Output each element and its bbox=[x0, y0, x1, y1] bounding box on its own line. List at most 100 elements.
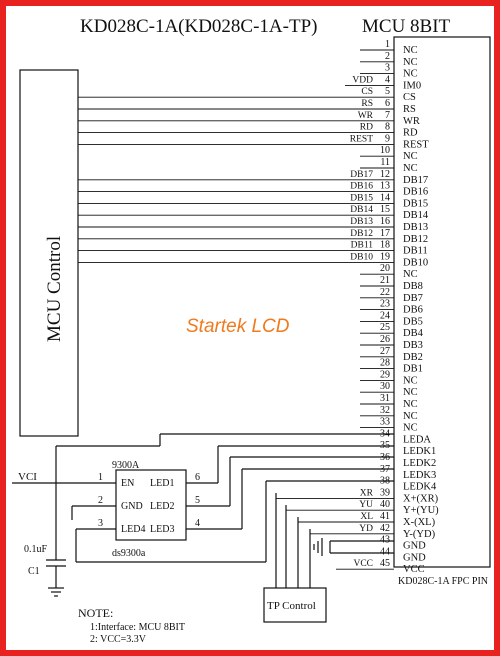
ic-pin-6-num: 6 bbox=[195, 472, 200, 483]
pin-43-number: 43 bbox=[380, 535, 390, 546]
ic-pin-led2-label: LED2 bbox=[150, 501, 174, 512]
pin-42-signal: YD bbox=[359, 524, 373, 534]
diagram-subtitle: MCU 8BIT bbox=[362, 16, 451, 37]
pin-24-name: DB5 bbox=[403, 316, 423, 327]
mcu-control-box bbox=[19, 69, 79, 437]
vci-label: VCI bbox=[18, 471, 37, 483]
tp-control-box bbox=[263, 587, 327, 623]
pin-40-number: 40 bbox=[380, 499, 390, 510]
pin-5-signal: CS bbox=[361, 87, 373, 97]
pin-45-signal: VCC bbox=[353, 559, 373, 569]
pin-11-number: 11 bbox=[380, 157, 390, 168]
pin-28-number: 28 bbox=[380, 358, 390, 369]
pin-6-name: RS bbox=[403, 104, 416, 115]
pin-39-number: 39 bbox=[380, 487, 390, 498]
pin-12-name: DB17 bbox=[403, 175, 428, 186]
tp-wiring bbox=[275, 493, 311, 588]
pin-7-signal: WR bbox=[358, 111, 374, 121]
pin-6-number: 6 bbox=[385, 98, 390, 109]
pin-45-name: VCC bbox=[403, 564, 425, 575]
pin-35-name: LEDK1 bbox=[403, 446, 436, 457]
ic-pin-led3-label: LED3 bbox=[150, 524, 174, 535]
pin-42-name: Y-(YD) bbox=[403, 529, 436, 540]
pin-23-name: DB6 bbox=[403, 305, 423, 316]
fpc-connector-box bbox=[393, 36, 491, 568]
pin-22-name: DB7 bbox=[403, 293, 423, 304]
pin-10-name: NC bbox=[403, 151, 418, 162]
pin-4-signal: VDD bbox=[352, 75, 373, 85]
pin-15-number: 15 bbox=[380, 204, 390, 215]
pin-8-name: RD bbox=[403, 128, 418, 139]
pin-31-number: 31 bbox=[380, 393, 390, 404]
pin-14-signal: DB15 bbox=[350, 193, 373, 203]
pin-44-name: GND bbox=[403, 552, 426, 563]
pin-8-signal: RD bbox=[360, 123, 373, 133]
pin-20-name: NC bbox=[403, 269, 418, 280]
pin-18-signal: DB11 bbox=[351, 241, 374, 251]
pin-6-signal: RS bbox=[361, 99, 373, 109]
pin-24-number: 24 bbox=[380, 310, 390, 321]
pin-16-signal: DB13 bbox=[350, 217, 373, 227]
pin-42-number: 42 bbox=[380, 523, 390, 534]
gnd-symbol bbox=[313, 538, 394, 556]
pin-19-name: DB10 bbox=[403, 257, 428, 268]
pin-19-signal: DB10 bbox=[350, 252, 373, 262]
pin-1-number: 1 bbox=[385, 39, 390, 50]
ic-name-label: ds9300a bbox=[112, 548, 146, 559]
pin-31-name: NC bbox=[403, 399, 418, 410]
pin-28-name: DB1 bbox=[403, 364, 423, 375]
pin-12-number: 12 bbox=[380, 169, 390, 180]
pin-44-number: 44 bbox=[380, 546, 390, 557]
pin-23-number: 23 bbox=[380, 299, 390, 310]
pin-41-signal: XL bbox=[360, 512, 373, 522]
pin-34-name: LEDA bbox=[403, 434, 431, 445]
pin-7-number: 7 bbox=[385, 110, 390, 121]
ic-pin-gnd-label: GND bbox=[121, 501, 143, 512]
tp-control-label: TP Control bbox=[267, 600, 316, 612]
pin-16-number: 16 bbox=[380, 216, 390, 227]
pin-33-number: 33 bbox=[380, 417, 390, 428]
pin-26-number: 26 bbox=[380, 334, 390, 345]
pin-32-number: 32 bbox=[380, 405, 390, 416]
ic-pin-led1-label: LED1 bbox=[150, 478, 174, 489]
pin-41-name: X-(XL) bbox=[403, 517, 436, 528]
pin-39-signal: XR bbox=[360, 488, 374, 498]
pin-27-name: DB2 bbox=[403, 352, 423, 363]
pin-12-signal: DB17 bbox=[350, 170, 373, 180]
pin-17-number: 17 bbox=[380, 228, 390, 239]
pin-41-number: 41 bbox=[380, 511, 390, 522]
pin-5-name: CS bbox=[403, 92, 416, 103]
pin-2-name: NC bbox=[403, 57, 418, 68]
pin-13-number: 13 bbox=[380, 181, 390, 192]
pin-33-name: NC bbox=[403, 423, 418, 434]
pin-17-name: DB12 bbox=[403, 234, 428, 245]
pin-13-name: DB16 bbox=[403, 187, 428, 198]
ic-pin-1-num: 1 bbox=[98, 472, 103, 483]
pin-39-name: X+(XR) bbox=[403, 493, 439, 504]
pin-18-number: 18 bbox=[380, 240, 390, 251]
fpc-pin-list: 1NC2NC3NC4IM0VDD5CSCS6RSRS7WRWR8RDRD9RES… bbox=[78, 39, 439, 575]
pin-36-name: LEDK2 bbox=[403, 458, 436, 469]
pin-40-signal: YU bbox=[359, 500, 373, 510]
pin-13-signal: DB16 bbox=[350, 182, 373, 192]
ic-pin-led4-label: LED4 bbox=[121, 524, 145, 535]
pin-22-number: 22 bbox=[380, 287, 390, 298]
pin-30-number: 30 bbox=[380, 381, 390, 392]
pin-30-name: NC bbox=[403, 387, 418, 398]
ic-pin-en-label: EN bbox=[121, 478, 134, 489]
ic-pin-4-num: 4 bbox=[195, 518, 200, 529]
pin-3-number: 3 bbox=[385, 63, 390, 74]
pin-43-name: GND bbox=[403, 541, 426, 552]
pin-29-number: 29 bbox=[380, 369, 390, 380]
ic-wiring bbox=[12, 433, 394, 597]
pin-21-number: 21 bbox=[380, 275, 390, 286]
note-title: NOTE: bbox=[78, 606, 113, 620]
mcu-control-label: MCU Control bbox=[44, 236, 65, 342]
pin-26-name: DB3 bbox=[403, 340, 423, 351]
pin-45-number: 45 bbox=[380, 558, 390, 569]
pin-21-name: DB8 bbox=[403, 281, 423, 292]
pin-8-number: 8 bbox=[385, 122, 390, 133]
ic-pin-5-num: 5 bbox=[195, 495, 200, 506]
